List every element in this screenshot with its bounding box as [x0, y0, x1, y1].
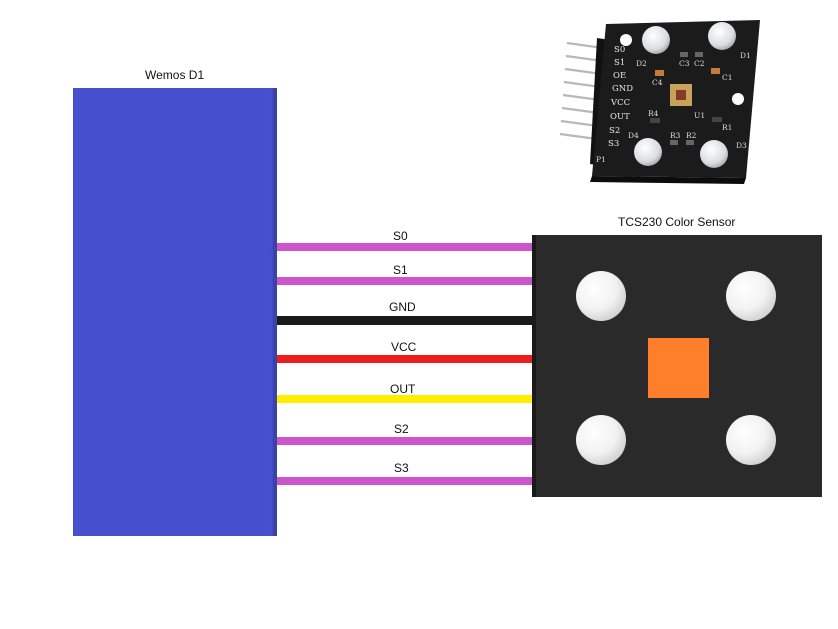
pin-label-s3: S3 [608, 139, 619, 149]
pad-c3 [680, 52, 688, 57]
sensor-center-chip [648, 338, 709, 398]
pin-label-s0: S0 [614, 45, 625, 55]
pin-label-vcc: VCC [610, 98, 630, 108]
sensor-left-edge [532, 235, 536, 497]
silk-r2: R2 [686, 131, 697, 140]
silk-c3: C3 [679, 59, 690, 68]
silk-c2: C2 [694, 59, 705, 68]
wire-label-vcc: VCC [391, 340, 417, 354]
sensor-led-bottom-right [726, 415, 776, 465]
wire-label-s0: S0 [393, 229, 408, 243]
sensor-led-bottom-left [576, 415, 626, 465]
photo-led-d3 [700, 140, 728, 168]
photo-pin-labels: S0 S1 OE GND VCC OUT S2 S3 [608, 45, 633, 149]
wire-out [277, 395, 532, 403]
silk-u1: U1 [694, 111, 705, 120]
wires [277, 243, 532, 485]
wire-label-s1: S1 [393, 263, 408, 277]
wire-label-s2: S2 [394, 422, 409, 436]
silk-r4: R4 [648, 109, 659, 118]
wire-s3 [277, 477, 532, 485]
mount-hole-right [732, 93, 744, 105]
photo-sensor-window [676, 90, 686, 100]
wire-label-s3: S3 [394, 461, 409, 475]
pin-label-out: OUT [610, 112, 630, 122]
wire-s0 [277, 243, 532, 251]
silk-d2: D2 [636, 59, 647, 68]
board-title: Wemos D1 [145, 68, 205, 82]
res-r4 [650, 118, 660, 123]
pcb-edge [590, 176, 746, 184]
sensor-led-top-right [726, 271, 776, 321]
silk-c4: C4 [652, 78, 663, 87]
silk-d4: D4 [628, 131, 639, 140]
sensor-title: TCS230 Color Sensor [618, 215, 736, 229]
pin-label-gnd: GND [612, 84, 633, 94]
photo-led-d2 [642, 26, 670, 54]
silk-d3: D3 [736, 141, 747, 150]
wemos-d1-board [73, 88, 277, 536]
wire-label-gnd: GND [389, 300, 416, 314]
sensor-led-top-left [576, 271, 626, 321]
pin-label-oe: OE [613, 71, 626, 81]
silk-c1: C1 [722, 73, 733, 82]
res-r1 [712, 117, 722, 122]
wire-gnd [277, 316, 532, 325]
pad-r2 [686, 140, 694, 145]
photo-component-labels: D2 D1 C3 C2 C4 C1 R4 R1 U1 R3 R2 D4 D3 P… [596, 51, 751, 164]
pin-label-s2: S2 [609, 126, 620, 136]
silk-r1: R1 [722, 123, 732, 132]
silk-p1: P1 [596, 155, 606, 164]
pin-label-s1: S1 [614, 58, 625, 68]
pad-c2 [695, 52, 703, 57]
silk-d1: D1 [740, 51, 751, 60]
mount-hole-top-left [620, 34, 632, 46]
cap-c1 [711, 68, 720, 74]
pad-r3 [670, 140, 678, 145]
board-edge-shadow [273, 88, 277, 536]
sensor-module-photo: S0 S1 OE GND VCC OUT S2 S3 D2 D1 C3 C2 C… [559, 20, 760, 184]
wire-s1 [277, 277, 532, 285]
wire-label-out: OUT [390, 382, 416, 396]
photo-led-d4 [634, 138, 662, 166]
photo-led-d1 [708, 22, 736, 50]
wire-s2 [277, 437, 532, 445]
silk-r3: R3 [670, 131, 681, 140]
wire-vcc [277, 355, 532, 363]
cap-c4 [655, 70, 664, 76]
